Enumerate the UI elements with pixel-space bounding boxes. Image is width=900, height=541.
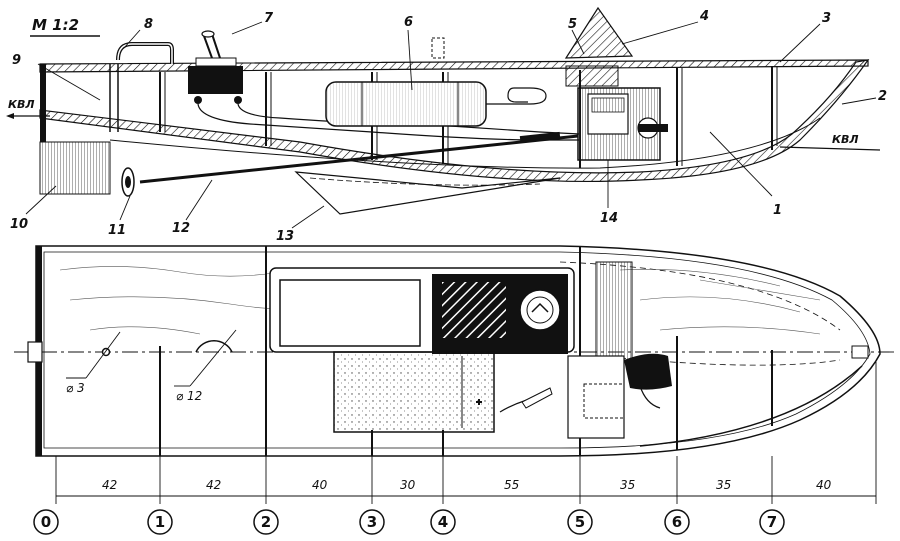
hole-markers: ⌀ 3 ⌀ 12 xyxy=(66,329,237,403)
part-number-9: 9 xyxy=(12,53,21,68)
wire-1 xyxy=(197,103,580,141)
fuel-tank-plan xyxy=(333,351,495,433)
spacing-4-5: 55 xyxy=(504,478,519,492)
frame-number-1: 1 xyxy=(155,513,165,531)
part-number-13: 13 xyxy=(276,229,294,244)
spacing-2-3: 40 xyxy=(312,478,328,492)
leader-lines xyxy=(25,21,877,229)
hole-diameter-12: ⌀ 12 xyxy=(176,389,202,403)
part-number-5: 5 xyxy=(568,17,577,32)
scale-label: М 1:2 xyxy=(32,16,79,34)
hull-plan-inner xyxy=(43,251,871,449)
frame-number-2: 2 xyxy=(261,513,271,531)
battery-box xyxy=(188,66,243,94)
spacing-1-2: 42 xyxy=(206,478,221,492)
part-number-1: 1 xyxy=(773,203,782,218)
waterline-bow xyxy=(779,146,881,151)
hole-diameter-3: ⌀ 3 xyxy=(66,381,85,395)
waterline-label-bow: КВЛ xyxy=(832,133,859,146)
waterline-arrow-left xyxy=(6,113,14,119)
frame-number-7: 7 xyxy=(767,513,777,531)
part-number-7: 7 xyxy=(264,11,274,26)
spacing-6-7: 35 xyxy=(716,478,731,492)
part-number-2: 2 xyxy=(878,89,887,104)
propeller-shaft xyxy=(139,134,579,184)
engine-housing xyxy=(624,353,672,390)
side-view: М 1:2 КВЛ xyxy=(6,6,887,244)
part-number-8: 8 xyxy=(144,17,153,32)
bulkhead-block xyxy=(595,261,633,361)
hole-12mm xyxy=(195,340,233,353)
rudder-post xyxy=(109,64,119,132)
plan-view: ⌀ 3 ⌀ 12 xyxy=(14,245,894,457)
part-number-12: 12 xyxy=(172,221,190,236)
transom-block xyxy=(39,141,111,195)
part-number-14: 14 xyxy=(600,211,618,226)
spacing-7-end: 40 xyxy=(816,478,832,492)
clip-coupling xyxy=(486,87,547,105)
frame-number-0: 0 xyxy=(41,513,51,531)
steering-wheel-icon xyxy=(519,289,561,331)
frame-number-4: 4 xyxy=(438,513,448,531)
part-number-11: 11 xyxy=(108,223,126,238)
keel-fin xyxy=(294,171,561,215)
filler-cap xyxy=(431,37,445,59)
engine-plan xyxy=(567,355,625,439)
part-number-6: 6 xyxy=(404,15,413,30)
spacing-3-4: 30 xyxy=(400,478,416,492)
cabin-fin xyxy=(564,6,634,59)
spacing-0-1: 42 xyxy=(102,478,117,492)
motor-grille xyxy=(442,282,506,338)
spacing-5-6: 35 xyxy=(620,478,635,492)
frame-number-5: 5 xyxy=(575,513,585,531)
toggle-switch xyxy=(203,33,221,59)
waterline-label-stern: КВЛ xyxy=(8,98,35,111)
hull-bottom xyxy=(39,59,870,183)
battery-compartment xyxy=(279,279,421,347)
frame-number-3: 3 xyxy=(367,513,377,531)
frame-number-row: 0 1 2 3 4 5 6 7 xyxy=(33,509,785,535)
exhaust-pipe xyxy=(116,42,174,64)
deck-strip xyxy=(39,59,869,73)
part-number-10: 10 xyxy=(10,217,28,232)
inner-hull-line xyxy=(109,117,821,169)
transom xyxy=(40,64,46,142)
part-number-3: 3 xyxy=(822,11,831,26)
part-number-4: 4 xyxy=(699,9,709,24)
dimension-row: 42 42 40 30 55 35 35 40 xyxy=(55,362,877,504)
plan-frames xyxy=(159,246,869,456)
frame-number-6: 6 xyxy=(672,513,682,531)
